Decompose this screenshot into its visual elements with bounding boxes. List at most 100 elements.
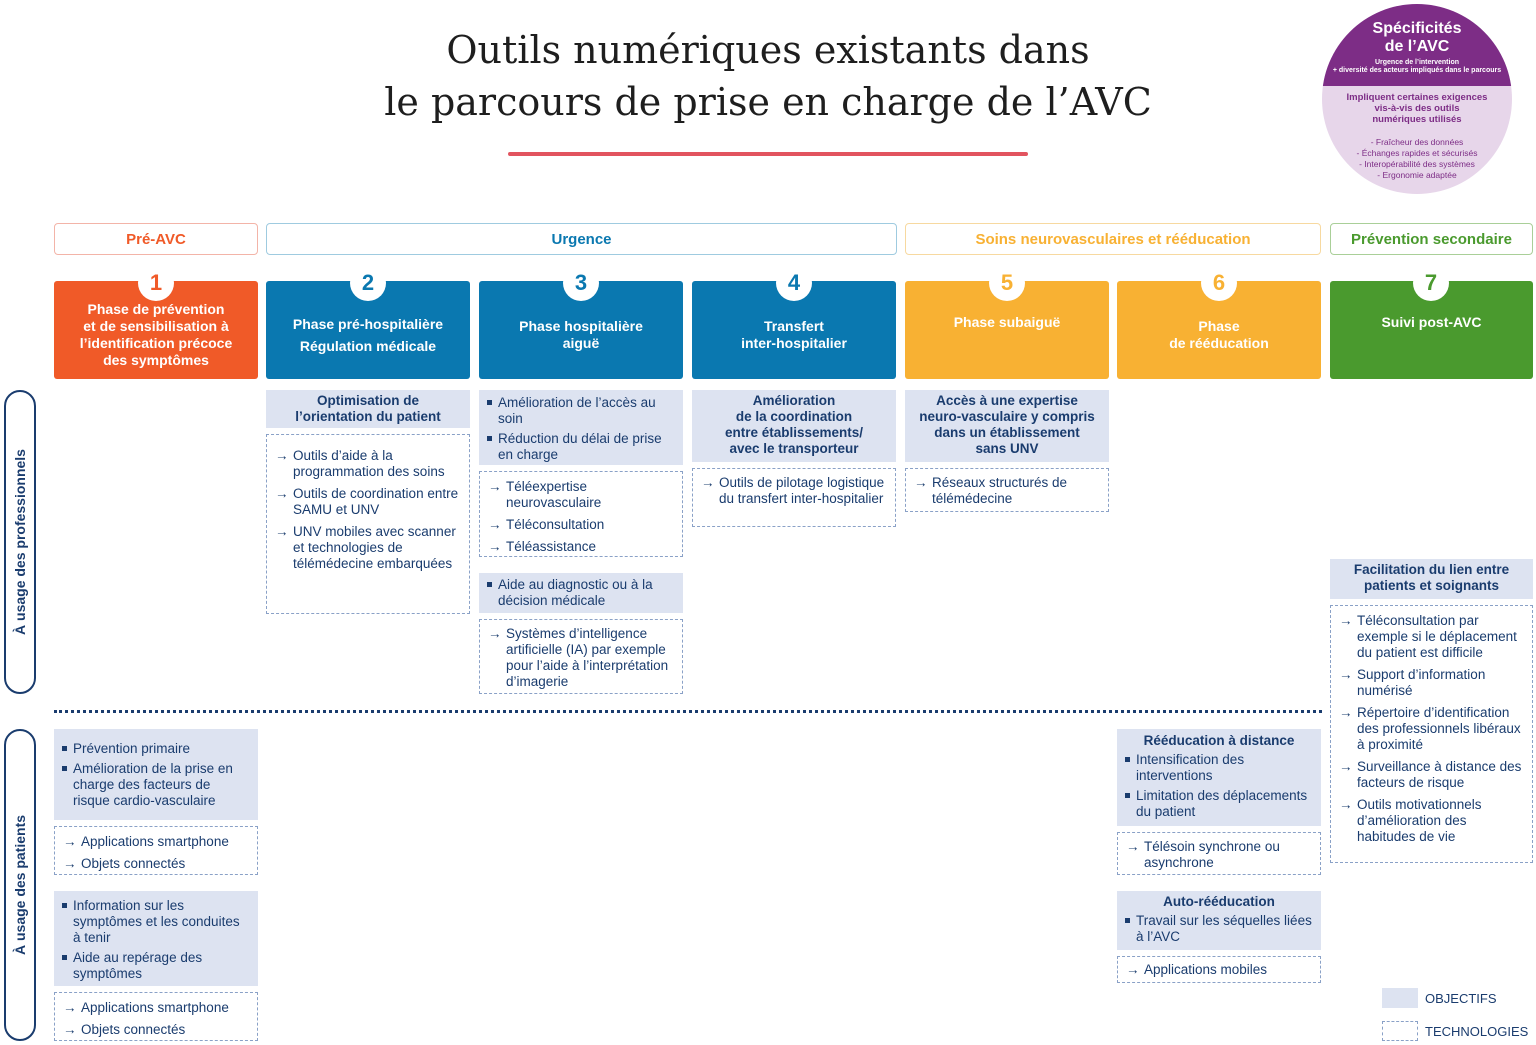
p5-objective-line: neuro-vasculaire y compris [919,409,1095,424]
p4-technologies: Outils de pilotage logistique du transfe… [692,468,896,527]
phase-2-line: Régulation médicale [299,337,437,354]
phase-7-number: 7 [1413,265,1449,301]
objective-item: Information sur les symptômes et les con… [62,898,250,946]
phase-6-line: Phase [1198,318,1240,334]
p4-objective: Amélioration de la coordination entre ét… [692,390,896,462]
phase-4-line: inter-hospitalier [741,335,847,351]
title-line-1: Outils numériques existants dans [446,28,1090,72]
p7-objective-line: Facilitation du lien entre [1353,562,1510,577]
phase-2-line: Phase pré-hospitalière [292,315,444,332]
title-line-2: le parcours de prise en charge de l’AVC [384,80,1152,124]
objective-item: Réduction du délai de prise en charge [487,431,675,463]
p6-technologies-1: Télésoin synchrone ou asynchrone [1117,832,1321,875]
objective-item: Limitation des déplacements du patient [1125,788,1313,820]
legend-technologies-swatch [1382,1021,1418,1041]
specificites-header: Spécificités de l’AVC Urgence de l’inter… [1322,4,1512,86]
category-pre-avc: Pré-AVC [54,223,258,255]
p3-objective-1: Amélioration de l’accès au soin Réductio… [479,390,683,465]
p6-objective-1-heading: Rééducation à distance [1143,733,1295,748]
p4-objective-line: Amélioration [752,393,836,408]
phase-1-line: et de sensibilisation à [83,318,229,334]
phase-3-line: Phase hospitalière [519,318,643,334]
tech-item: Outils de coordination entre SAMU et UNV [275,486,461,518]
tech-item: Téléconsultation par exemple si le dépla… [1339,613,1524,661]
phase-2-box: Phase pré-hospitalière Régulation médica… [266,281,470,379]
objective-item: Amélioration de l’accès au soin [487,395,675,427]
professionals-bracket: À usage des professionnels [4,390,36,694]
phase-5-number: 5 [989,265,1025,301]
specificites-item: - Interopérabilité des systèmes [1359,159,1475,169]
phase-4-line: Transfert [764,318,824,334]
p7-technologies: Téléconsultation par exemple si le dépla… [1330,605,1533,863]
phase-3-box: Phase hospitalière aiguë [479,281,683,379]
p6-objective-2: Auto-rééducation Travail sur les séquell… [1117,891,1321,950]
specificites-mid-2: vis-à-vis des outils [1374,103,1460,114]
patients-label: À usage des patients [12,814,28,956]
p5-objective-line: Accès à une expertise [936,393,1078,408]
tech-item: Téléassistance [488,539,674,555]
category-soins: Soins neurovasculaires et rééducation [905,223,1321,255]
p2-objective: Optimisation de l’orientation du patient [266,390,470,428]
p4-objective-line: entre établissements/ [724,425,864,440]
specificites-mid-1: Impliquent certaines exigences [1346,92,1488,103]
tech-item: Outils d’aide à la programmation des soi… [275,448,461,480]
professionals-label: À usage des professionnels [12,449,28,635]
p5-objective-line: sans UNV [975,441,1039,456]
p5-objective-line: dans un établissement [934,425,1080,440]
legend-objectifs-label: OBJECTIFS [1425,991,1497,1006]
tech-item: Objets connectés [63,1022,249,1038]
objective-item: Intensification des interventions [1125,752,1313,784]
phase-1-line: Phase de prévention [87,301,225,317]
objective-item: Aide au diagnostic ou à la décision médi… [487,577,675,609]
phase-4-number: 4 [776,265,812,301]
specificites-item: - Fraîcheur des données [1370,137,1464,147]
p5-objective: Accès à une expertise neuro-vasculaire y… [905,390,1109,462]
legend-technologies-label: TECHNOLOGIES [1425,1024,1529,1039]
tech-item: Téléconsultation [488,517,674,533]
p6-objective-2-heading: Auto-rééducation [1163,894,1275,909]
p3-technologies-1: Téléexpertise neurovasculaire Téléconsul… [479,471,683,557]
tech-item: Objets connectés [63,856,249,872]
objective-item: Travail sur les séquelles liées à l’AVC [1125,913,1313,945]
objective-item: Prévention primaire [62,741,250,757]
objective-item: Amélioration de la prise en charge des f… [62,761,250,809]
tech-item: UNV mobiles avec scanner et technologies… [275,524,461,572]
specificites-circle: Spécificités de l’AVC Urgence de l’inter… [1322,4,1512,194]
page-title: Outils numériques existants dans le parc… [300,24,1236,128]
tech-item: Applications mobiles [1126,962,1312,978]
phase-1-line: des symptômes [103,352,209,368]
p2-technologies: Outils d’aide à la programmation des soi… [266,434,470,614]
p7-objective-line: patients et soignants [1363,578,1500,593]
tech-item: Outils motivationnels d’amélioration des… [1339,797,1524,845]
tech-item: Applications smartphone [63,834,249,850]
phase-5-line: Phase subaiguë [953,313,1061,330]
tech-item: Réseaux structurés de télémédecine [914,475,1100,507]
p1-technologies-1: Applications smartphone Objets connectés [54,826,258,875]
p4-objective-line: de la coordination [735,409,853,424]
specificites-requirements: Impliquent certaines exigences vis-à-vis… [1322,92,1512,125]
title-underline [508,152,1028,156]
phase-3-line: aiguë [562,335,600,351]
p6-objective-1: Rééducation à distance Intensification d… [1117,729,1321,826]
specificites-title-2: de l’AVC [1384,38,1450,55]
p4-objective-line: avec le transporteur [729,441,859,456]
phase-1-line: l’identification précoce [79,335,233,351]
specificites-item: - Ergonomie adaptée [1377,170,1457,180]
specificites-item: - Échanges rapides et sécurisés [1356,148,1478,158]
tech-item: Répertoire d’identification des professi… [1339,705,1524,753]
p1-objective-1: Prévention primaire Amélioration de la p… [54,729,258,820]
tech-item: Surveillance à distance des facteurs de … [1339,759,1524,791]
objective-item: Aide au repérage des symptômes [62,950,250,982]
p2-objective-line: Optimisation de [316,393,419,408]
category-urgence: Urgence [266,223,897,255]
phase-6-number: 6 [1201,265,1237,301]
p2-objective-line: l’orientation du patient [295,409,441,424]
p1-technologies-2: Applications smartphone Objets connectés [54,992,258,1041]
phase-6-line: de rééducation [1169,335,1269,351]
tech-item: Systèmes d’intelligence artificielle (IA… [488,626,674,690]
tech-item: Support d’information numérisé [1339,667,1524,699]
specificites-list: - Fraîcheur des données - Échanges rapid… [1322,137,1512,181]
specificites-mid-3: numériques utilisés [1372,114,1462,125]
section-separator [54,710,1322,713]
p3-technologies-2: Systèmes d’intelligence artificielle (IA… [479,619,683,694]
